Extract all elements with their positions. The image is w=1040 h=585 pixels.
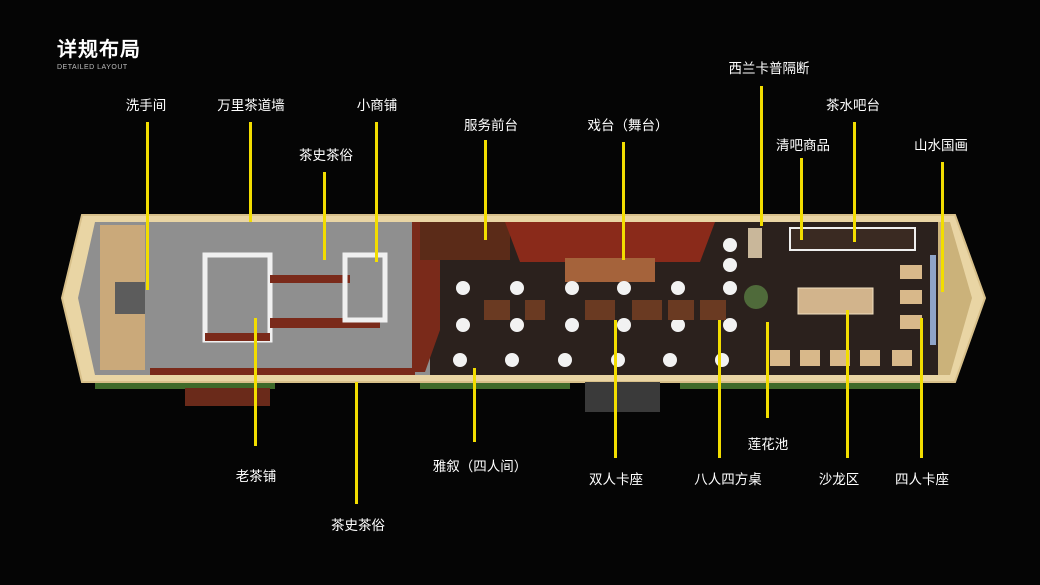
label-small-shop: 小商铺 xyxy=(356,98,398,114)
leader-lotus-pond xyxy=(766,322,769,418)
bottom-wood-wall xyxy=(150,368,415,375)
washroom-floor xyxy=(115,282,145,314)
label-washroom: 洗手间 xyxy=(125,98,167,114)
leader-bar-goods xyxy=(800,158,803,240)
label-stage: 戏台（舞台） xyxy=(587,118,669,134)
leader-service-desk xyxy=(484,140,487,240)
label-old-shop: 老茶铺 xyxy=(235,469,277,485)
table-blocks xyxy=(484,300,726,320)
label-four-booth: 四人卡座 xyxy=(895,472,949,488)
label-partition: 西兰卡普隔断 xyxy=(728,61,810,77)
leader-double-booth xyxy=(614,320,617,458)
salon-table xyxy=(797,287,874,315)
leader-old-shop xyxy=(254,318,257,446)
page-subtitle: DETAILED LAYOUT xyxy=(57,64,128,71)
tea-bar-counter xyxy=(789,227,916,251)
right-end-floor xyxy=(938,222,972,375)
left-floor xyxy=(78,222,430,375)
greenery xyxy=(95,383,920,389)
label-lotus-pond: 莲花池 xyxy=(747,437,789,453)
label-tea-history-top: 茶史茶俗 xyxy=(299,148,353,164)
old-shop-wall xyxy=(205,333,270,341)
leader-small-shop xyxy=(375,122,378,262)
wall-bottom xyxy=(270,318,380,328)
leader-salon xyxy=(846,310,849,458)
leader-washroom xyxy=(146,122,149,290)
leader-four-booth xyxy=(920,318,923,458)
entrance-steps xyxy=(585,382,660,412)
old-shop-bench xyxy=(185,388,270,406)
lotus-pond xyxy=(744,285,768,309)
label-bar-goods: 清吧商品 xyxy=(776,138,830,154)
service-desk xyxy=(420,222,510,260)
leader-tea-history-bottom xyxy=(355,382,358,504)
label-eight-table: 八人四方桌 xyxy=(694,472,762,488)
small-shop-frame xyxy=(342,252,388,323)
stage-floor xyxy=(565,258,655,282)
title-block: 详规布局 DETAILED LAYOUT xyxy=(57,33,141,71)
label-salon: 沙龙区 xyxy=(818,472,860,488)
partition xyxy=(748,228,762,258)
leader-landscape-painting xyxy=(941,162,944,292)
leader-four-room xyxy=(473,368,476,442)
label-landscape-painting: 山水国画 xyxy=(914,138,968,154)
leader-stage xyxy=(622,142,625,260)
landscape-painting xyxy=(930,255,936,345)
leader-partition xyxy=(760,86,763,226)
label-tea-history-bottom: 茶史茶俗 xyxy=(331,518,385,534)
label-tea-bar: 茶水吧台 xyxy=(826,98,880,114)
booth-seats xyxy=(770,265,922,366)
label-four-room: 雅叙（四人间） xyxy=(432,459,528,475)
leader-eight-table xyxy=(718,320,721,458)
stage-roof xyxy=(505,222,715,262)
label-tea-wall: 万里茶道墙 xyxy=(217,98,285,114)
leader-tea-bar xyxy=(853,122,856,242)
page-title: 详规布局 xyxy=(57,37,141,61)
leader-tea-history-top xyxy=(323,172,326,260)
wall-top xyxy=(270,275,350,283)
leader-tea-wall xyxy=(249,122,252,222)
label-service-desk: 服务前台 xyxy=(464,118,518,134)
label-double-booth: 双人卡座 xyxy=(589,472,643,488)
